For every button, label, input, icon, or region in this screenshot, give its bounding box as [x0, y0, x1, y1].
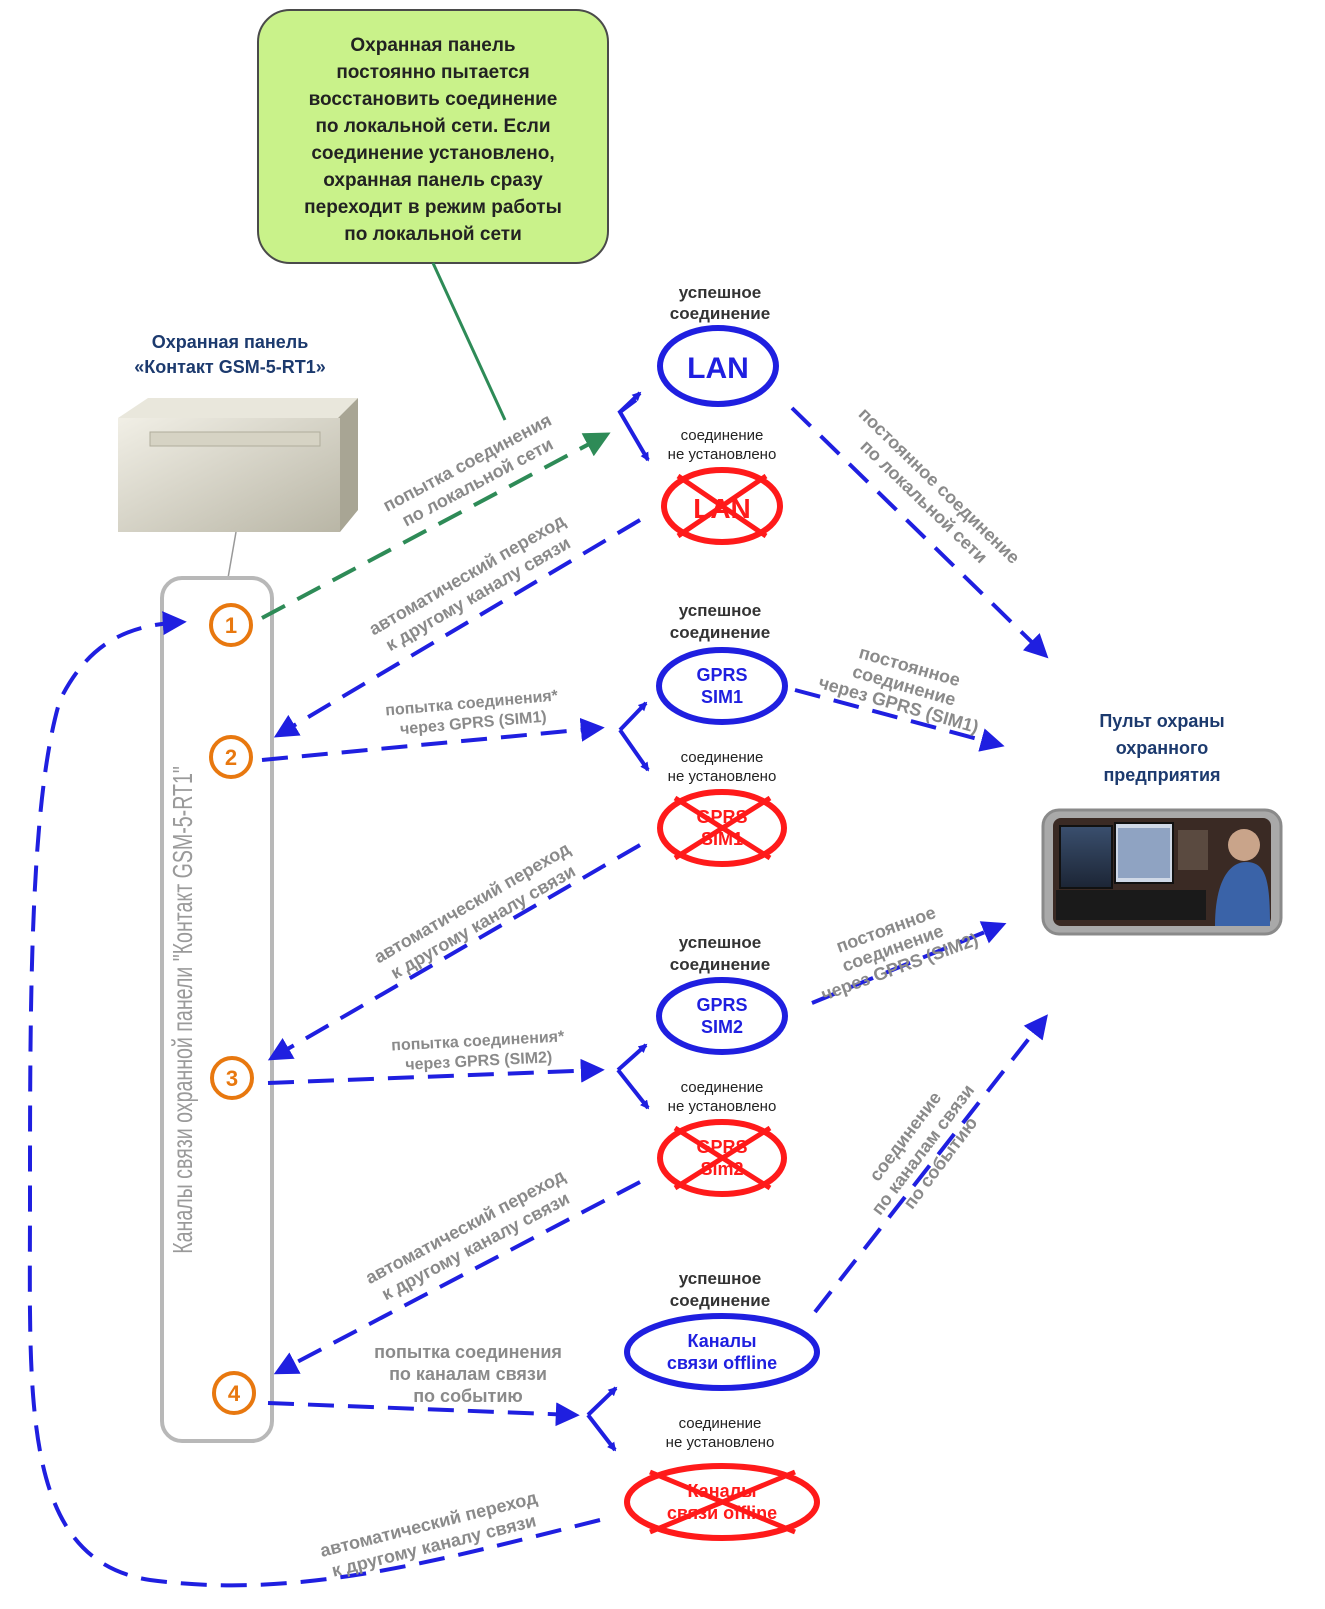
node-gprs-sim2-failed: GPRS Sim2	[657, 1119, 787, 1197]
svg-text:попытка соединения: попытка соединения	[374, 1342, 562, 1362]
callout-line: по локальной сети. Если	[315, 116, 550, 137]
svg-text:SIM1: SIM1	[701, 687, 743, 707]
ok-caption: соединение	[670, 955, 770, 974]
node-lan-ok: LAN	[657, 325, 779, 407]
svg-text:автоматический переход: автоматический переход	[362, 1165, 569, 1288]
arrow-auto-switch-1	[273, 518, 642, 738]
fail-caption: соединение	[679, 1415, 762, 1432]
monitoring-station-photo	[1041, 808, 1283, 936]
label-auto-switch-1: автоматический переход к другому каналу …	[365, 510, 574, 655]
arrow-const-lan	[790, 406, 1049, 659]
station-title: Пульт охраны охранного предприятия	[1099, 711, 1224, 785]
node-offline-ok: Каналы связи offline	[624, 1313, 820, 1391]
callout-line: постоянно пытается	[336, 62, 529, 83]
arrow-try-sim2	[267, 1058, 605, 1085]
svg-text:LAN: LAN	[687, 352, 749, 385]
svg-text:охранного: охранного	[1116, 738, 1209, 758]
svg-text:GPRS: GPRS	[696, 995, 747, 1015]
callout-line: переходит в режим работы	[304, 197, 562, 218]
ok-caption: успешное	[679, 933, 762, 952]
callout-line: Охранная панель	[350, 35, 515, 56]
ok-caption: успешное	[679, 601, 762, 620]
arrow-try-event	[267, 1401, 580, 1427]
channel-badge-3[interactable]: 3	[210, 1056, 254, 1100]
label-try-sim1: попытка соединения* через GPRS (SIM1)	[385, 687, 560, 738]
ok-caption: успешное	[679, 283, 762, 302]
label-auto-switch-2: автоматический переход к другому каналу …	[370, 838, 579, 983]
svg-text:автоматический переход: автоматический переход	[370, 838, 574, 967]
channel-number: 4	[228, 1381, 241, 1406]
label-const-sim2: постоянное соединение через GPRS (SIM2)	[818, 902, 980, 1004]
arrow-event-conn	[813, 1014, 1048, 1314]
node-gprs-sim2-ok: GPRS SIM2	[656, 977, 788, 1055]
node-gprs-sim1-ok: GPRS SIM1	[656, 647, 788, 725]
svg-text:через GPRS (SIM2): через GPRS (SIM2)	[405, 1049, 553, 1074]
svg-text:предприятия: предприятия	[1103, 765, 1220, 785]
svg-text:к другому каналу связи: к другому каналу связи	[382, 533, 574, 655]
fail-caption: не установлено	[668, 1098, 777, 1115]
channel-badge-1[interactable]: 1	[209, 603, 253, 647]
svg-text:к другому каналу связи: к другому каналу связи	[387, 861, 579, 983]
callout-note: Охранная панель постоянно пытается восст…	[257, 9, 609, 421]
label-try-lan: попытка соединения по локальной сети	[380, 410, 557, 531]
label-const-sim1: постоянное соединение через GPRS (SIM1)	[816, 642, 981, 737]
security-panel-device	[118, 398, 358, 579]
arrow-try-lan	[261, 432, 611, 620]
ok-caption: успешное	[679, 1269, 762, 1288]
fail-caption: не установлено	[666, 1434, 775, 1451]
node-lan-failed: LAN	[661, 467, 783, 545]
svg-text:связи offline: связи offline	[667, 1503, 777, 1523]
arrow-const-sim2	[811, 921, 1007, 1005]
callout-line: охранная панель сразу	[323, 170, 543, 191]
svg-text:GPRS: GPRS	[696, 665, 747, 685]
node-offline-failed: Каналы связи offline	[624, 1463, 820, 1541]
svg-text:SIM2: SIM2	[701, 1017, 743, 1037]
svg-text:по каналам связи: по каналам связи	[389, 1364, 547, 1384]
callout-line: по локальной сети	[344, 224, 522, 245]
svg-text:связи offline: связи offline	[667, 1353, 777, 1373]
arrow-loop-back	[27, 611, 601, 1588]
fail-caption: не установлено	[668, 768, 777, 785]
callout-line: восстановить соединение	[309, 89, 558, 110]
channel-badge-4[interactable]: 4	[212, 1371, 256, 1415]
channel-number: 1	[225, 613, 237, 638]
panel-title: Охранная панель «Контакт GSM-5-RT1»	[134, 332, 326, 377]
panel-title-line1: Охранная панель	[152, 332, 309, 352]
ok-caption: соединение	[670, 623, 770, 642]
label-auto-switch-3: автоматический переход к другому каналу …	[362, 1165, 573, 1304]
fail-caption: соединение	[681, 749, 764, 766]
callout-line: соединение установлено,	[311, 143, 554, 164]
svg-text:Каналы: Каналы	[688, 1331, 757, 1351]
channel-number: 2	[225, 745, 237, 770]
channels-bar: Каналы связи охранной панели "Контакт GS…	[160, 576, 274, 1443]
arrow-auto-switch-2	[267, 843, 642, 1061]
arrow-const-sim1	[794, 688, 1005, 752]
label-const-lan: постоянное соединение по локальной сети	[855, 404, 1024, 568]
svg-text:Пульт охраны: Пульт охраны	[1099, 711, 1224, 731]
arrow-auto-switch-3	[273, 1180, 641, 1375]
svg-text:автоматический переход: автоматический переход	[365, 510, 569, 639]
fail-caption: соединение	[681, 427, 764, 444]
panel-title-line2: «Контакт GSM-5-RT1»	[134, 357, 326, 377]
ok-caption: соединение	[670, 1291, 770, 1310]
svg-text:по событию: по событию	[413, 1386, 523, 1406]
ok-caption: соединение	[670, 304, 770, 323]
arrow-try-sim1	[261, 717, 605, 762]
fail-caption: не установлено	[668, 446, 777, 463]
branch-forks	[586, 391, 650, 1452]
channels-bar-label: Каналы связи охранной панели "Контакт GS…	[168, 766, 199, 1254]
label-try-event: попытка соединения по каналам связи по с…	[374, 1342, 562, 1406]
node-gprs-sim1-failed: GPRS SIM1	[657, 789, 787, 867]
label-auto-switch-4: автоматический переход к другому каналу …	[318, 1487, 540, 1580]
fail-caption: соединение	[681, 1079, 764, 1096]
channel-badge-2[interactable]: 2	[209, 735, 253, 779]
label-try-sim2: попытка соединения* через GPRS (SIM2)	[391, 1028, 566, 1074]
svg-text:постоянное соединение: постоянное соединение	[855, 404, 1024, 568]
label-event-conn: соединение по каналам связи по событию	[865, 1081, 981, 1219]
channel-number: 3	[226, 1066, 238, 1091]
